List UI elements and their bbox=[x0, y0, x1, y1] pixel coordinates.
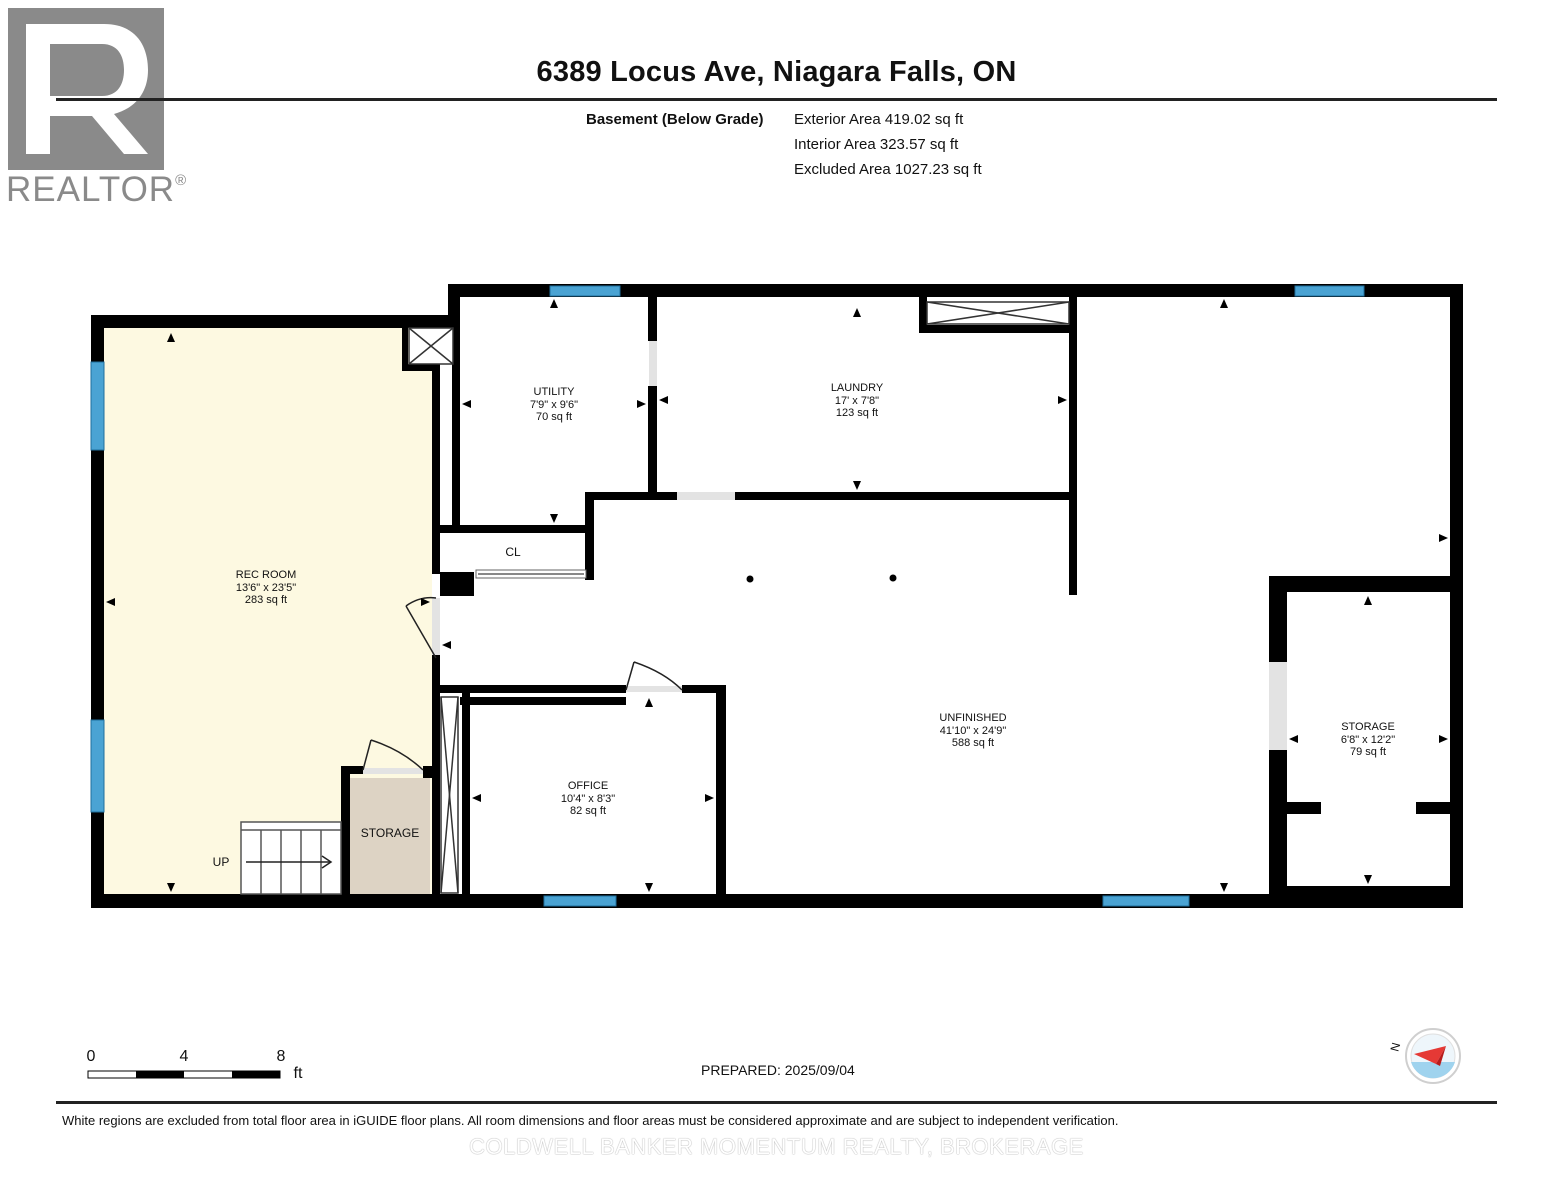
stairs-up-label: UP bbox=[212, 855, 230, 869]
exterior-area: Exterior Area 419.02 sq ft bbox=[794, 111, 964, 128]
scale-label-0: 0 bbox=[86, 1048, 96, 1065]
window-unfinished-bottom bbox=[1102, 895, 1190, 907]
scale-unit: ft bbox=[293, 1065, 303, 1082]
brokerage-watermark: COLDWELL BANKER MOMENTUM REALTY, BROKERA… bbox=[469, 1134, 1084, 1159]
room-closet: CL bbox=[505, 545, 521, 559]
window-office bbox=[543, 895, 617, 907]
window-rec-top bbox=[90, 361, 105, 451]
scale-bar bbox=[87, 1070, 281, 1079]
realtor-logo-word: REALTOR® bbox=[6, 170, 188, 209]
level-label: Basement (Below Grade) bbox=[586, 111, 764, 128]
window-rec-bottom bbox=[90, 719, 105, 813]
scale-label-8: 8 bbox=[276, 1048, 286, 1065]
window-utility bbox=[549, 285, 621, 297]
prepared-date: PREPARED: 2025/09/04 bbox=[701, 1062, 855, 1078]
dimension-arrows bbox=[106, 299, 1448, 892]
realtor-logo-icon bbox=[8, 8, 164, 170]
door-swings bbox=[362, 596, 683, 771]
scale-label-4: 4 bbox=[179, 1048, 189, 1065]
compass-icon bbox=[1405, 1028, 1461, 1084]
header-divider bbox=[56, 98, 1497, 101]
footer-divider bbox=[56, 1101, 1497, 1104]
windows bbox=[90, 285, 1365, 907]
room-storage-small: STORAGE bbox=[360, 826, 420, 840]
post bbox=[746, 575, 754, 583]
disclaimer: White regions are excluded from total fl… bbox=[62, 1113, 1119, 1128]
post bbox=[889, 574, 897, 582]
door-openings bbox=[363, 341, 1287, 774]
storage-small-fill bbox=[350, 778, 430, 894]
page-title: 6389 Locus Ave, Niagara Falls, ON bbox=[536, 56, 1017, 88]
excluded-area: Excluded Area 1027.23 sq ft bbox=[794, 161, 982, 178]
chase-boxes bbox=[408, 301, 1070, 894]
window-unfinished-top bbox=[1294, 285, 1365, 297]
interior-area: Interior Area 323.57 sq ft bbox=[794, 136, 959, 153]
stairs bbox=[240, 821, 342, 895]
